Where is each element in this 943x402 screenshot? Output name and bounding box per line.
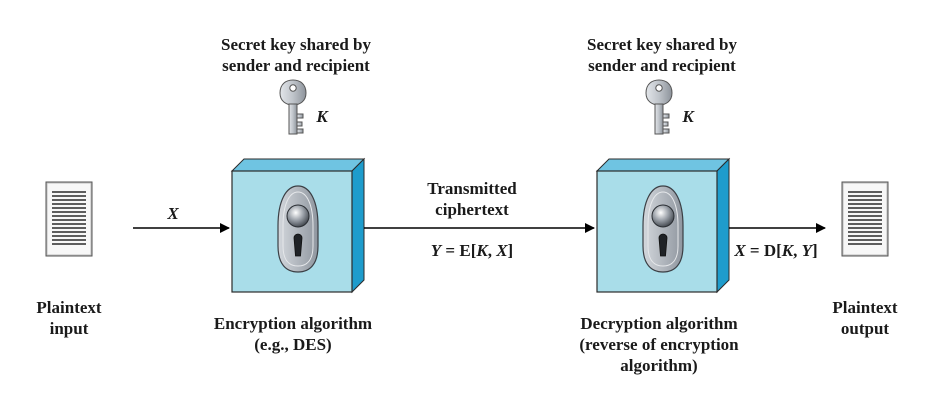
formula-e-open: = E[ [441,241,477,260]
lock-icon [277,185,319,273]
formula-k: K [476,241,488,260]
plaintext-output-label-line1: Plaintext [832,298,898,317]
right-key-caption: Secret key shared by sender and recipien… [564,34,760,76]
formula-y: Y [801,241,813,260]
left-key-caption-line2: sender and recipient [222,56,370,75]
decryption-box [595,157,731,294]
decryption-algorithm-label-line1: Decryption algorithm [580,314,738,333]
formula-close: ] [812,241,818,260]
key-icon [279,79,307,135]
input-arrow-label: X [167,204,179,223]
plaintext-input-document-icon [45,181,93,257]
key-icon [645,79,673,135]
formula-d-open: = D[ [745,241,782,260]
plaintext-output-document-icon [841,181,889,257]
transmitted-ciphertext-label: Transmitted ciphertext [412,178,532,220]
right-key-caption-line1: Secret key shared by [586,35,737,54]
left-key-symbol: K [316,107,328,126]
right-key-caption-line2: sender and recipient [588,56,736,75]
formula-close: ] [507,241,514,260]
plaintext-input-label-line2: input [49,319,89,338]
left-key-caption-line1: Secret key shared by [220,35,371,54]
plaintext-output-label-line2: output [840,319,890,338]
decryption-algorithm-label-line2: (reverse of encryption [579,335,739,354]
formula-sep: , [487,241,497,260]
lock-icon [642,185,684,273]
formula-y: Y [430,241,442,260]
encryption-algorithm-label-line2: (e.g., DES) [254,335,332,354]
plaintext-input-label: Plaintext input [28,297,110,339]
decryption-formula: X = D[K, Y] [724,240,828,261]
decryption-algorithm-label: Decryption algorithm (reverse of encrypt… [549,313,769,376]
right-key-symbol: K [682,107,694,126]
formula-sep: , [793,241,802,260]
plaintext-input-label-line1: Plaintext [36,298,102,317]
formula-k: K [781,241,794,260]
transmitted-ciphertext-line1: Transmitted [427,179,517,198]
decryption-algorithm-label-line3: algorithm) [620,356,698,375]
encryption-formula: Y = E[K, X] [412,240,532,261]
formula-x: X [734,241,746,260]
left-key-caption: Secret key shared by sender and recipien… [198,34,394,76]
encryption-algorithm-label: Encryption algorithm (e.g., DES) [188,313,398,355]
formula-x: X [496,241,508,260]
plaintext-output-label: Plaintext output [824,297,906,339]
transmitted-ciphertext-line2: ciphertext [435,200,509,219]
encryption-algorithm-label-line1: Encryption algorithm [213,314,373,333]
encryption-box [230,157,366,294]
